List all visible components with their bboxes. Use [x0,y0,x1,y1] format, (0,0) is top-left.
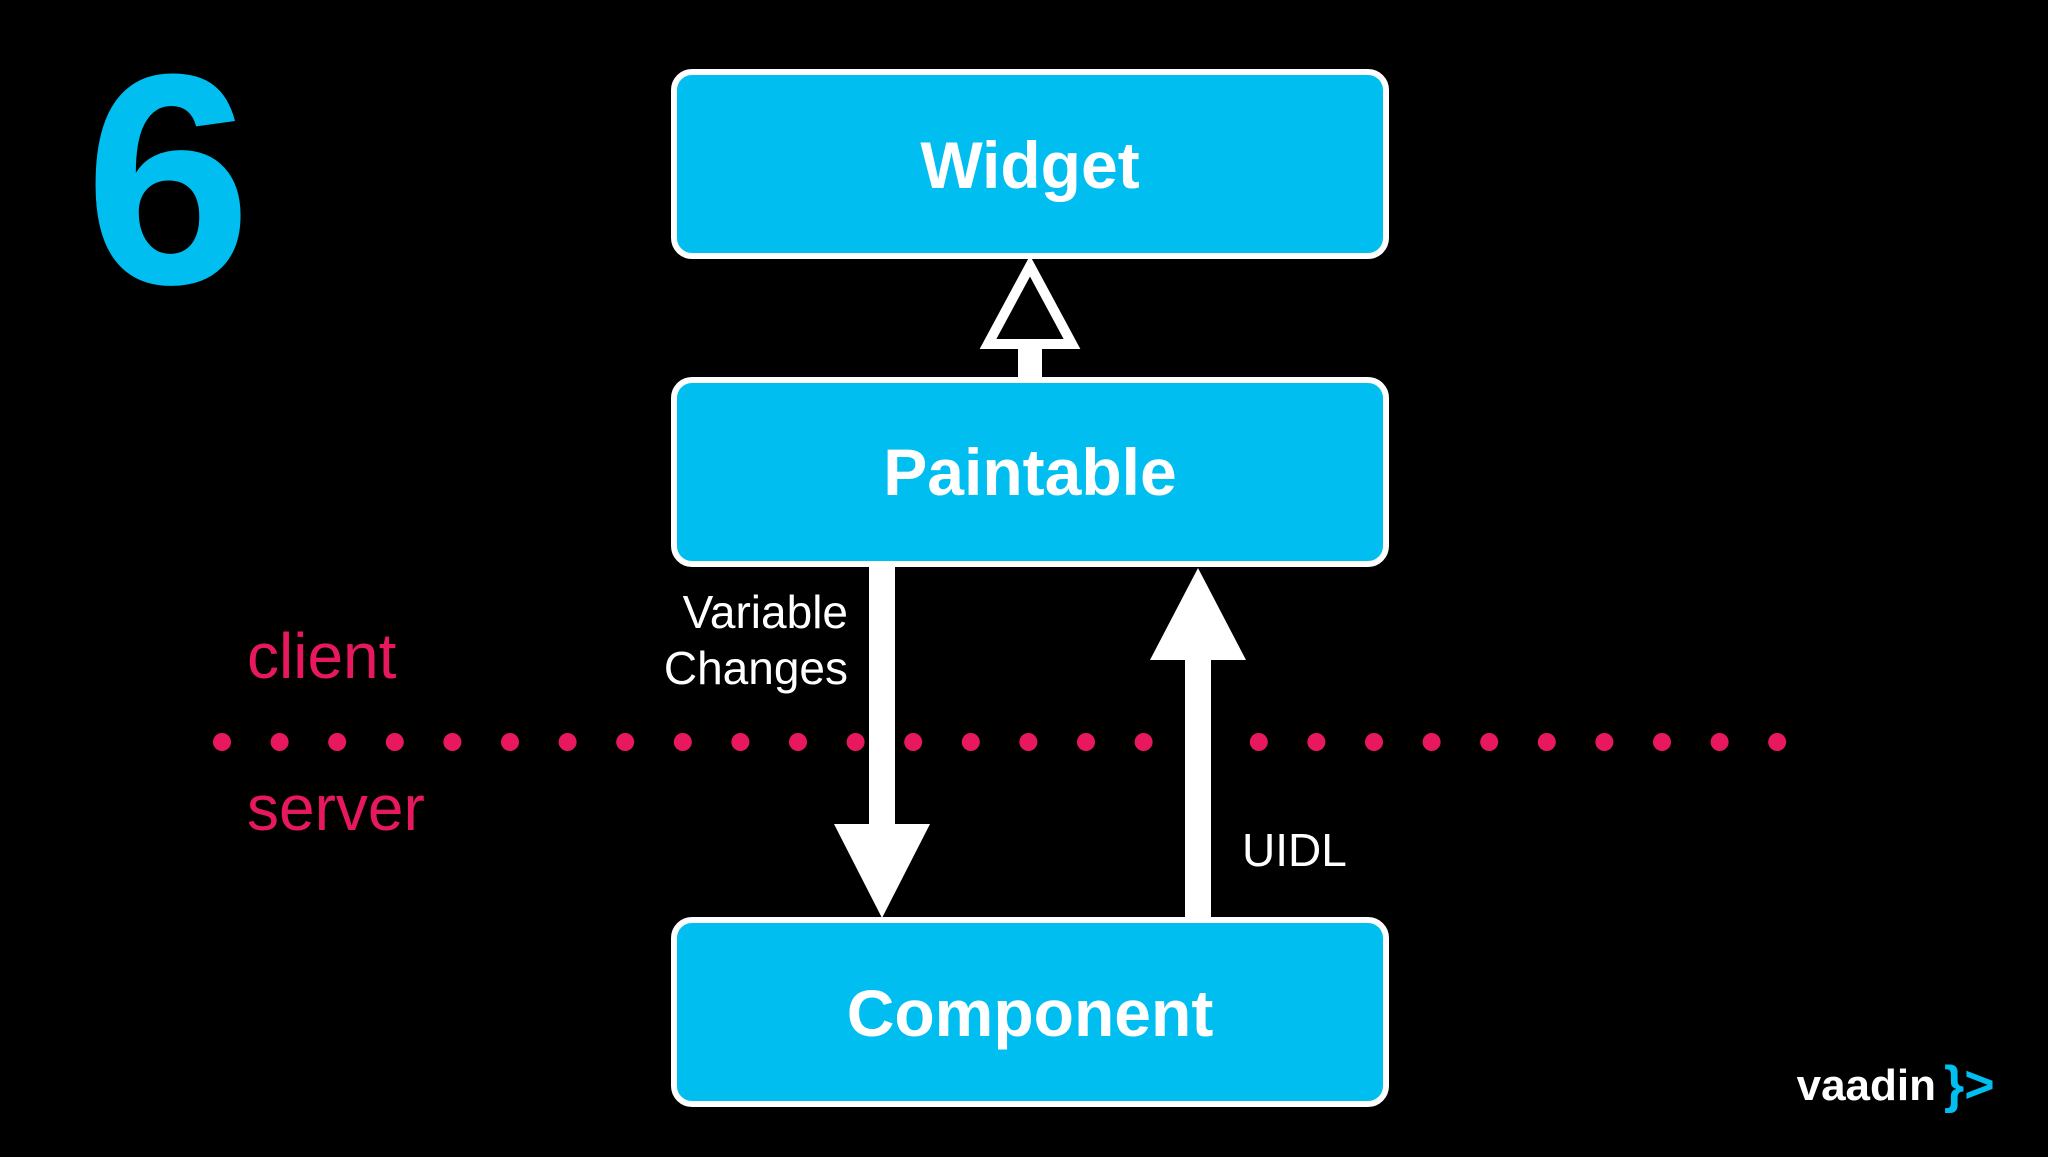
variable-changes-label-line2: Changes [664,642,848,694]
variable-changes-label-line1: Variable [683,586,848,638]
paintable-box-label: Paintable [883,435,1176,509]
uidl-arrow [1150,568,1246,922]
divider-dot [328,733,347,751]
divider-dot [385,733,404,751]
divider-dot [501,733,519,751]
divider-dot [616,733,635,751]
client-server-divider [213,733,1787,751]
divider-dot [673,733,692,751]
paintable-box-rect [671,377,1389,567]
divider-dot [961,733,980,751]
inheritance-arrow-head [979,255,1081,349]
divider-dot [846,733,865,751]
divider-dot [1710,733,1729,751]
component-box: Component [671,917,1389,1107]
down-arrow-head [834,824,930,918]
divider-dot [1768,733,1787,751]
divider-dot [1480,733,1499,751]
server-label: server [247,772,425,844]
divider-dot [1537,733,1556,751]
paintable-box: Paintable [671,377,1389,567]
divider-dot [1653,733,1671,751]
divider-dot [731,733,750,751]
up-arrow-shaft [1185,650,1211,922]
client-label: client [247,620,397,692]
divider-dot [1134,733,1153,751]
divider-dot [443,733,462,751]
divider-dot [1077,733,1095,751]
divider-dot [789,733,807,751]
divider-dot [558,733,577,751]
variable-changes-arrow [834,564,930,918]
widget-box-label: Widget [920,128,1139,202]
vaadin-logo-text: vaadin [1797,1061,1936,1110]
slide-number: 6 [85,11,252,347]
uidl-label: UIDL [1242,824,1347,876]
divider-dot [1422,733,1441,751]
divider-dot [1365,733,1383,751]
inheritance-arrow [979,255,1081,380]
component-box-label: Component [847,976,1214,1050]
divider-dot [213,733,231,751]
widget-box-rect [671,69,1389,259]
divider-dot [904,733,923,751]
divider-dot [270,733,289,751]
divider-dot [1307,733,1326,751]
divider-dot [1249,733,1268,751]
up-arrow-head [1150,568,1246,660]
component-box-rect [671,917,1389,1107]
widget-box: Widget [671,69,1389,259]
down-arrow-shaft [869,564,895,828]
divider-dot [1019,733,1038,751]
vaadin-logo-mark: }> [1944,1056,1995,1114]
vaadin-logo: vaadin }> [1797,1056,1995,1114]
divider-dot [1595,733,1614,751]
